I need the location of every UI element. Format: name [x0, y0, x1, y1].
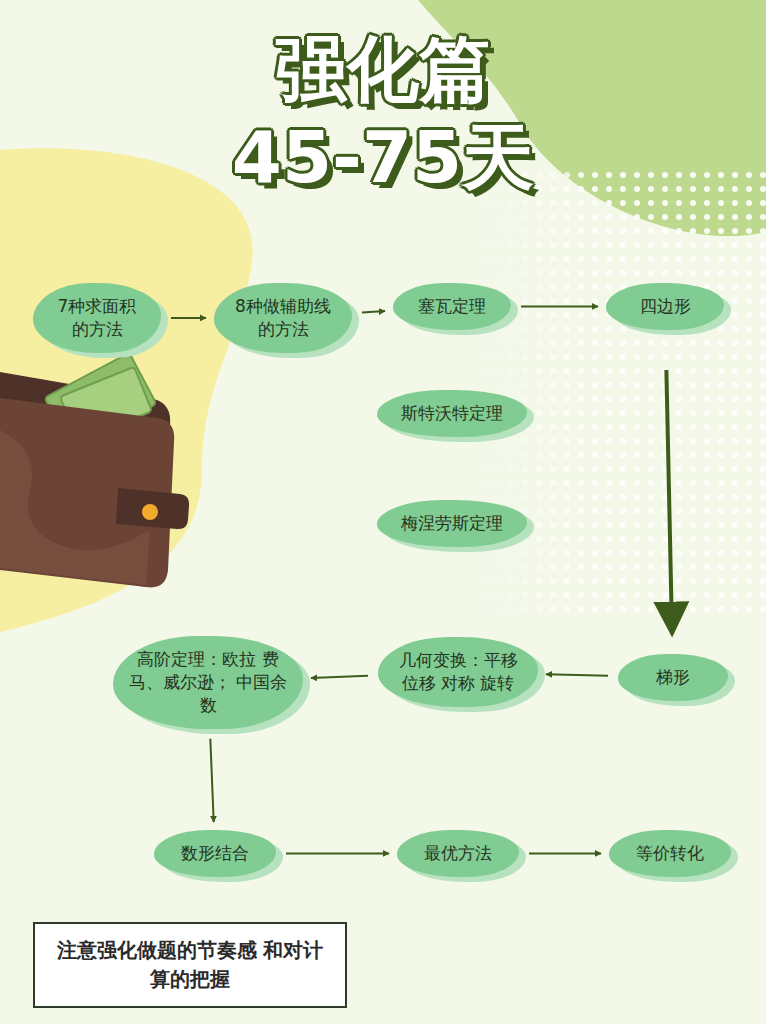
node-text: 梯形: [632, 666, 714, 689]
topic-bubble: 斯特沃特定理: [377, 390, 527, 437]
node-text: 最优方法: [411, 842, 505, 865]
node-text: 几何变换：平移 位移 对称 旋转: [392, 649, 524, 695]
flow-arrow: [666, 370, 672, 634]
yellow-blob: [0, 148, 253, 632]
topic-bubble: 7种求面积 的方法: [33, 283, 161, 353]
node-text: 斯特沃特定理: [391, 402, 513, 425]
dot-pattern: [470, 170, 766, 620]
flow-arrow: [362, 311, 385, 313]
flow-arrow: [286, 852, 389, 854]
node-text: 高阶定理：欧拉 费马、威尔逊； 中国余数: [127, 648, 289, 717]
flow-arrow: [171, 317, 206, 319]
node-text: 四边形: [620, 295, 710, 318]
topic-bubble: 梅涅劳斯定理: [377, 500, 527, 547]
flow-arrow: [311, 676, 368, 678]
topic-bubble: 四边形: [606, 283, 724, 330]
topic-bubble: 几何变换：平移 位移 对称 旋转: [378, 637, 538, 707]
topic-bubble: 高阶定理：欧拉 费马、威尔逊； 中国余数: [113, 636, 303, 729]
node-text: 梅涅劳斯定理: [391, 512, 513, 535]
topic-bubble: 数形结合: [154, 830, 276, 877]
note-box: 注意强化做题的节奏感 和对计算的把握: [33, 922, 347, 1008]
node-text: 等价转化: [623, 842, 717, 865]
node-text: 7种求面积 的方法: [47, 295, 147, 341]
wallet-illustration: [0, 353, 189, 588]
topic-bubble: 最优方法: [397, 830, 519, 877]
node-text: 注意强化做题的节奏感 和对计算的把握: [51, 936, 329, 994]
topic-bubble: 等价转化: [609, 830, 731, 877]
title: 强化篇 45-75天: [203, 26, 563, 202]
node-text: 8种做辅助线 的方法: [228, 295, 338, 341]
topic-bubble: 8种做辅助线 的方法: [214, 283, 352, 353]
flow-arrow: [529, 852, 601, 854]
topic-bubble: 梯形: [618, 654, 728, 701]
node-text: 数形结合: [168, 842, 262, 865]
topic-bubble: 塞瓦定理: [393, 283, 511, 330]
flow-arrow: [210, 739, 213, 822]
node-text: 塞瓦定理: [407, 295, 497, 318]
flow-arrow: [546, 674, 608, 676]
flow-arrow: [521, 305, 598, 307]
